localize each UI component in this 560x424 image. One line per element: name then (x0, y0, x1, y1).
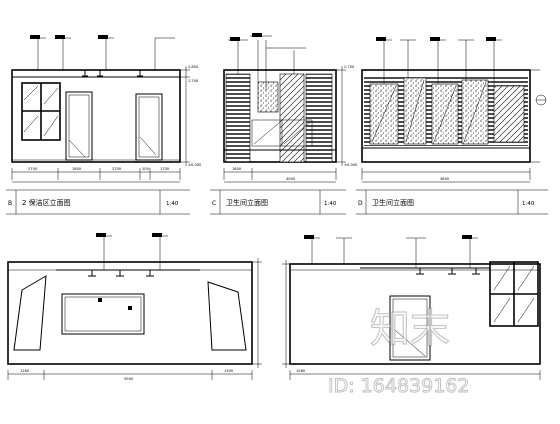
level-mark: ±0.000 (188, 163, 202, 167)
section-mark-icon (535, 94, 547, 106)
dimension-label: 1260 (20, 369, 30, 373)
view-scale: 1:40 (324, 201, 337, 207)
elevation-c: 2.700 ±0.000 1600 4000 C 卫生间立面图 1:40 (210, 33, 358, 215)
dimension-label: 2700 (28, 167, 38, 171)
ceiling-light-icon (88, 270, 154, 277)
view-number: D (358, 200, 363, 207)
dimension-label: 1580 (296, 369, 306, 373)
dimension-label: 3600 (440, 177, 450, 181)
elevation-d: 3600 D 卫生间立面图 1:40 (356, 37, 548, 215)
elevation-e: 1260 5900 1300 (7, 233, 262, 381)
view-title: 卫生间立面图 (372, 198, 414, 207)
dimension-label: 1800 (72, 167, 82, 171)
level-mark: 2.700 (344, 65, 355, 69)
watermark-id: ID: 164839162 (328, 375, 469, 397)
watermark: 知末 ID: 164839162 (328, 305, 470, 397)
dimension-label: 2700 (112, 167, 122, 171)
view-title-b: B 2 保洁区立面图 1:40 (6, 189, 190, 215)
view-number: C (212, 200, 216, 207)
watermark-logo-text: 知末 (370, 306, 450, 352)
view-title-d: D 卫生间立面图 1:40 (356, 189, 548, 215)
ceiling-light-icon (82, 70, 143, 77)
dimension-label: 1600 (232, 167, 242, 171)
dimension-label: 5900 (124, 377, 134, 381)
view-title: 卫生间立面图 (226, 198, 268, 207)
view-scale: 1:40 (166, 201, 179, 207)
dimension-label: 1700 (160, 167, 170, 171)
dimension-label: 4000 (286, 177, 296, 181)
view-scale: 1:40 (522, 201, 535, 207)
elevation-f: 1580 (282, 235, 541, 380)
level-mark: 2.700 (188, 79, 199, 83)
view-title: 2 保洁区立面图 (22, 198, 71, 207)
view-number: B (8, 200, 12, 207)
level-mark: 2.800 (188, 65, 199, 69)
elevation-b: 2.800 2.700 ±0.000 2700 1800 2700 100 17… (6, 35, 202, 215)
ceiling-light-icon (416, 268, 480, 275)
dimension-label: 1300 (224, 369, 234, 373)
dimension-label: 100 (142, 167, 150, 171)
level-mark: ±0.000 (344, 163, 358, 167)
view-title-c: C 卫生间立面图 1:40 (210, 189, 346, 215)
